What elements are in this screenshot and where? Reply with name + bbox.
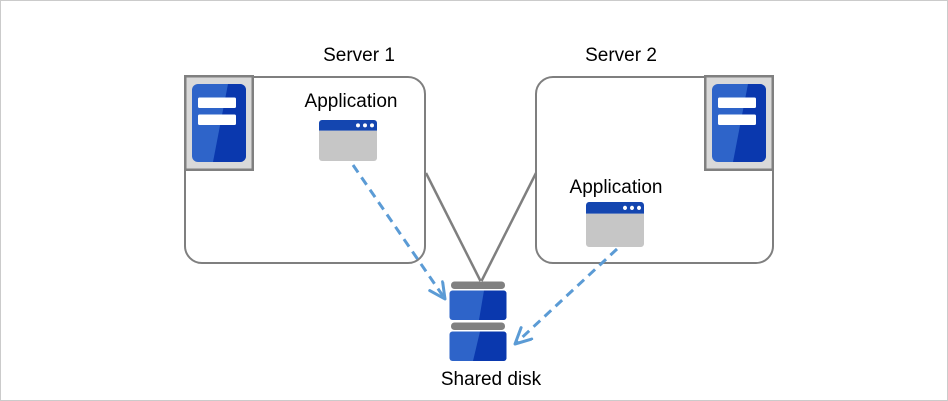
server1-application-label: Application — [304, 91, 398, 112]
server-tower-icon — [184, 75, 254, 171]
connector-server1-to-disk — [424, 172, 482, 282]
application-window-icon — [319, 120, 377, 161]
server2-title: Server 2 — [585, 45, 657, 66]
shared-disk-label: Shared disk — [440, 369, 542, 390]
application-window-icon — [586, 202, 644, 247]
shared-disk-icon — [449, 281, 507, 361]
server-tower-icon — [704, 75, 774, 171]
server2-application-label: Application — [569, 177, 663, 198]
server1-title: Server 1 — [323, 45, 395, 66]
